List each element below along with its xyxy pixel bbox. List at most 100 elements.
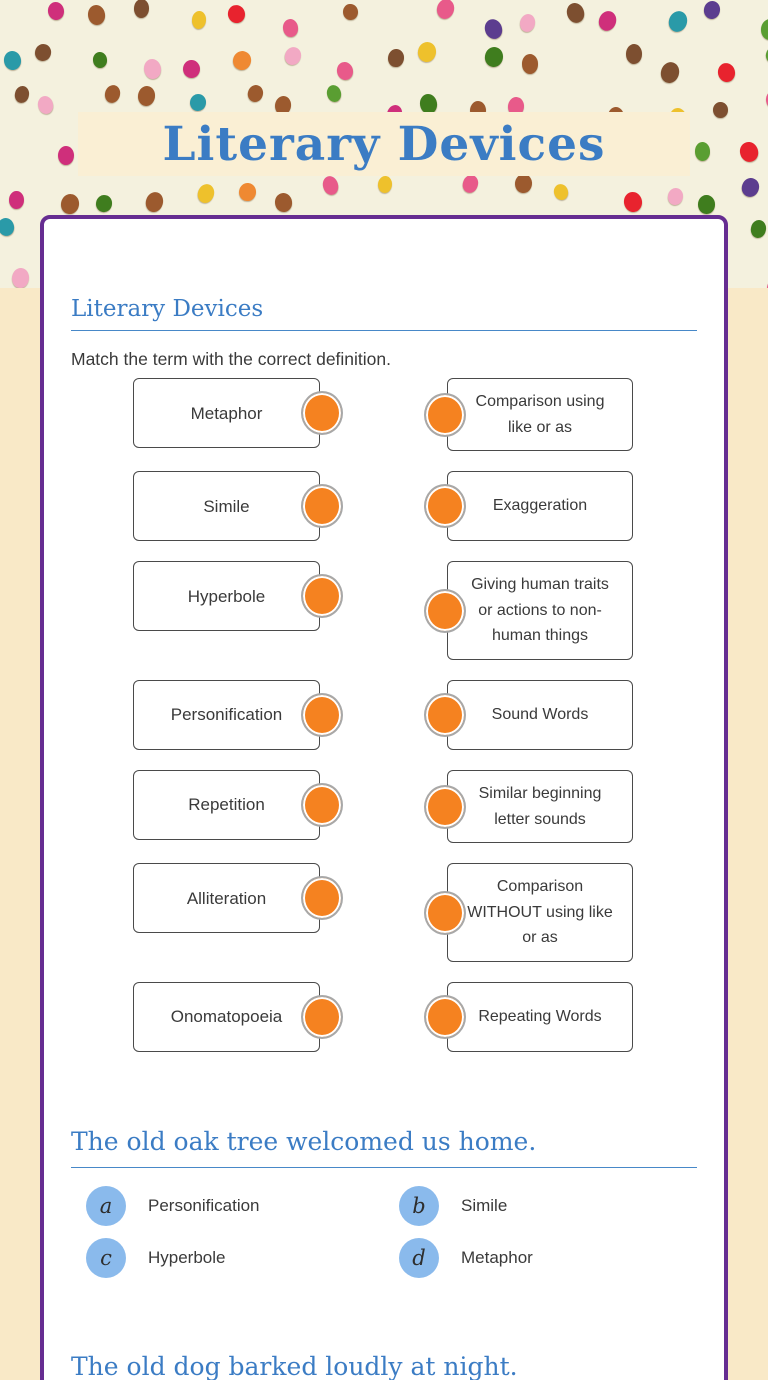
answer-option-c[interactable]: c Hyperbole bbox=[86, 1237, 384, 1278]
confetti-dot bbox=[182, 59, 201, 79]
match-definition-box[interactable]: Comparison WITHOUT using like or as bbox=[424, 863, 633, 962]
match-definition-label: Repeating Words bbox=[478, 1008, 602, 1026]
match-definition-box[interactable]: Repeating Words bbox=[424, 981, 633, 1052]
section3-heading-partial: The old dog barked loudly at night. bbox=[71, 1352, 697, 1380]
confetti-dot bbox=[716, 61, 738, 85]
match-term-label: Metaphor bbox=[190, 403, 263, 423]
confetti-dot bbox=[514, 173, 533, 194]
match-instruction: Match the term with the correct definiti… bbox=[71, 349, 391, 369]
match-connector-dot[interactable] bbox=[301, 391, 343, 435]
confetti-dot bbox=[225, 2, 248, 26]
match-connector-dot[interactable] bbox=[301, 692, 343, 737]
confetti-dot bbox=[522, 54, 539, 75]
confetti-dot bbox=[13, 84, 32, 104]
confetti-dot bbox=[189, 93, 208, 113]
confetti-dot bbox=[320, 173, 341, 197]
confetti-dot bbox=[8, 191, 24, 209]
answer-option-a[interactable]: a Personification bbox=[86, 1185, 384, 1226]
match-definition-label: Comparison WITHOUT using like or as bbox=[467, 878, 613, 947]
confetti-dot bbox=[482, 16, 506, 42]
confetti-dot bbox=[416, 40, 438, 63]
confetti-dot bbox=[282, 44, 304, 67]
match-row: Onomatopoeia Repeating Words bbox=[71, 981, 697, 1052]
confetti-dot bbox=[622, 190, 644, 214]
match-definition-box[interactable]: Giving human traits or actions to non-hu… bbox=[424, 561, 633, 660]
option-letter-badge[interactable]: b bbox=[399, 1185, 439, 1226]
match-row: Repetition Similar beginning letter sound… bbox=[71, 769, 697, 844]
confetti-dot bbox=[377, 175, 394, 195]
confetti-dot bbox=[274, 191, 294, 213]
confetti-dot bbox=[760, 18, 768, 41]
confetti-dot bbox=[551, 182, 571, 202]
match-definition-box[interactable]: Similar beginning letter sounds bbox=[424, 769, 633, 844]
match-definition-label: Sound Words bbox=[491, 706, 589, 724]
match-term-box[interactable]: Simile bbox=[133, 471, 343, 542]
confetti-dot bbox=[57, 145, 74, 165]
confetti-dot bbox=[386, 48, 405, 69]
match-connector-dot[interactable] bbox=[424, 392, 466, 437]
match-connector-dot[interactable] bbox=[424, 484, 466, 529]
confetti-dot bbox=[712, 102, 728, 119]
option-letter-badge[interactable]: c bbox=[86, 1237, 126, 1278]
option-label: Hyperbole bbox=[148, 1247, 226, 1267]
option-letter-badge[interactable]: d bbox=[399, 1237, 439, 1278]
match-connector-dot[interactable] bbox=[301, 574, 343, 619]
match-definition-label: Comparison using like or as bbox=[475, 393, 605, 436]
confetti-dot bbox=[665, 8, 690, 35]
confetti-dot bbox=[698, 194, 715, 214]
confetti-dot bbox=[658, 59, 682, 86]
confetti-dot bbox=[36, 94, 55, 115]
match-term-box[interactable]: Repetition bbox=[133, 769, 343, 840]
match-term-label: Personification bbox=[170, 705, 283, 725]
confetti-dot bbox=[92, 51, 109, 69]
confetti-dot bbox=[142, 58, 163, 81]
match-definition-box[interactable]: Exaggeration bbox=[424, 471, 633, 542]
confetti-dot bbox=[134, 0, 150, 19]
match-connector-dot[interactable] bbox=[424, 890, 466, 935]
match-connector-dot[interactable] bbox=[301, 782, 343, 827]
confetti-dot bbox=[237, 182, 257, 203]
confetti-dot bbox=[596, 8, 620, 34]
option-letter-badge[interactable]: a bbox=[86, 1185, 126, 1226]
match-term-box[interactable]: Alliteration bbox=[133, 863, 343, 934]
match-row: Hyperbole Giving human traits or actions … bbox=[71, 561, 697, 660]
confetti-dot bbox=[136, 85, 157, 108]
confetti-dot bbox=[564, 1, 587, 26]
match-definition-label: Similar beginning letter sounds bbox=[478, 784, 602, 828]
confetti-dot bbox=[764, 45, 768, 64]
confetti-dot bbox=[625, 43, 643, 64]
match-definition-box[interactable]: Comparison using like or as bbox=[424, 378, 633, 452]
confetti-dot bbox=[749, 218, 768, 239]
match-connector-dot[interactable] bbox=[424, 692, 466, 737]
match-definition-box[interactable]: Sound Words bbox=[424, 679, 633, 750]
match-term-box[interactable]: Metaphor bbox=[133, 378, 343, 448]
match-row: Personification Sound Words bbox=[71, 679, 697, 750]
match-term-box[interactable]: Personification bbox=[133, 679, 343, 750]
section1-heading: Literary Devices bbox=[71, 296, 697, 331]
confetti-dot bbox=[195, 182, 217, 206]
match-connector-dot[interactable] bbox=[424, 784, 466, 829]
worksheet-title: Literary Devices bbox=[162, 116, 606, 172]
confetti-dot bbox=[86, 3, 106, 26]
option-label: Personification bbox=[148, 1195, 260, 1215]
match-row: Alliteration Comparison WITHOUT using lik… bbox=[71, 863, 697, 962]
match-term-box[interactable]: Onomatopoeia bbox=[133, 981, 343, 1052]
match-connector-dot[interactable] bbox=[301, 484, 343, 529]
match-connector-dot[interactable] bbox=[424, 994, 466, 1039]
confetti-dot bbox=[484, 45, 505, 68]
confetti-dot bbox=[143, 189, 166, 214]
confetti-dot bbox=[2, 50, 23, 72]
match-term-label: Hyperbole bbox=[187, 586, 266, 606]
match-connector-dot[interactable] bbox=[301, 994, 343, 1039]
match-term-box[interactable]: Hyperbole bbox=[133, 561, 343, 632]
match-term-label: Alliteration bbox=[186, 888, 267, 908]
match-connector-dot[interactable] bbox=[424, 588, 466, 633]
confetti-dot bbox=[103, 83, 123, 105]
confetti-dot bbox=[33, 42, 53, 64]
match-definition-label: Giving human traits or actions to non-hu… bbox=[471, 576, 609, 645]
section2-heading: The old oak tree welcomed us home. bbox=[71, 1127, 697, 1168]
match-connector-dot[interactable] bbox=[301, 876, 343, 921]
